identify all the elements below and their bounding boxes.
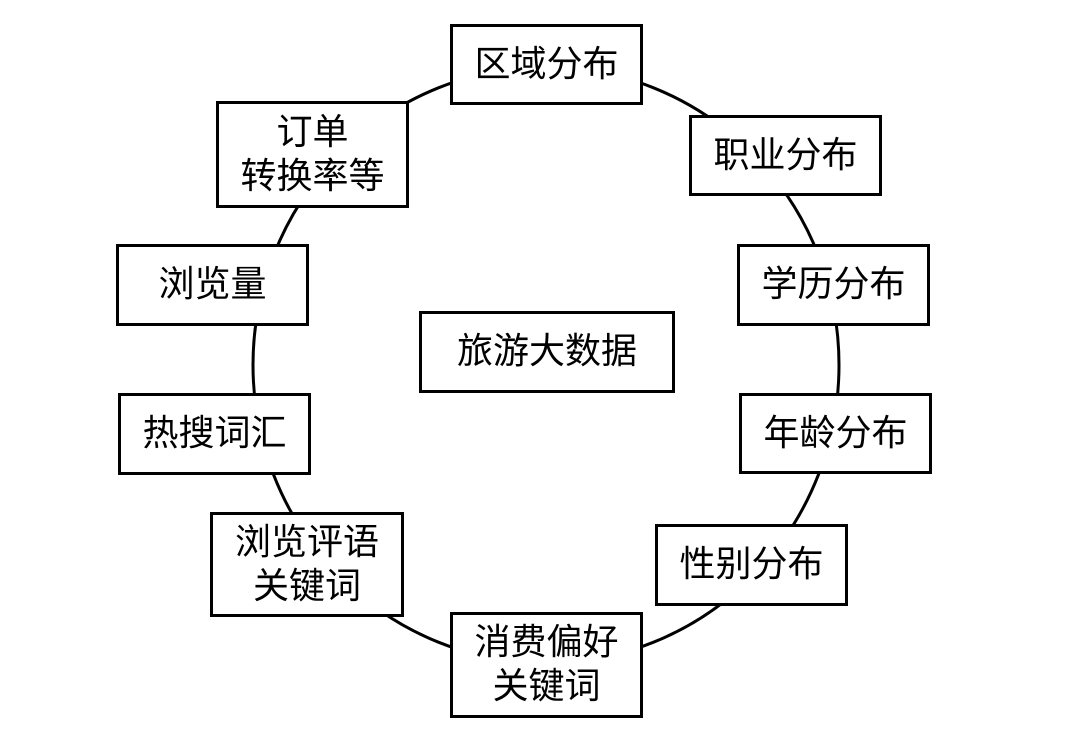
node-views-label: 浏览量 [158, 264, 267, 305]
node-education: 学历分布 [737, 244, 930, 326]
center-node: 旅游大数据 [419, 311, 675, 393]
node-age-label: 年龄分布 [763, 412, 908, 454]
node-gender-label: 性别分布 [679, 544, 824, 585]
node-region-label: 区域分布 [474, 43, 619, 85]
node-orders: 订单 转换率等 [216, 101, 409, 208]
node-review: 浏览评语 关键词 [210, 512, 404, 617]
node-views: 浏览量 [116, 244, 309, 326]
node-education-label: 学历分布 [761, 264, 906, 305]
node-review-line-2: 关键词 [252, 565, 361, 607]
node-consume-line-1: 消费偏好 [474, 622, 619, 663]
node-age: 年龄分布 [739, 393, 932, 474]
node-job: 职业分布 [689, 115, 882, 196]
node-review-line-1: 浏览评语 [234, 521, 379, 563]
node-search: 热搜词汇 [118, 393, 311, 475]
node-search-label: 热搜词汇 [142, 413, 287, 454]
node-region: 区域分布 [450, 24, 643, 105]
node-gender: 性别分布 [655, 524, 848, 606]
node-consume-line-2: 关键词 [492, 666, 601, 707]
node-orders-line-1: 订单 [276, 111, 349, 153]
node-job-label: 职业分布 [713, 134, 858, 176]
node-orders-line-2: 转换率等 [240, 155, 385, 197]
node-consume: 消费偏好 关键词 [450, 612, 643, 718]
center-node-label: 旅游大数据 [456, 331, 637, 372]
